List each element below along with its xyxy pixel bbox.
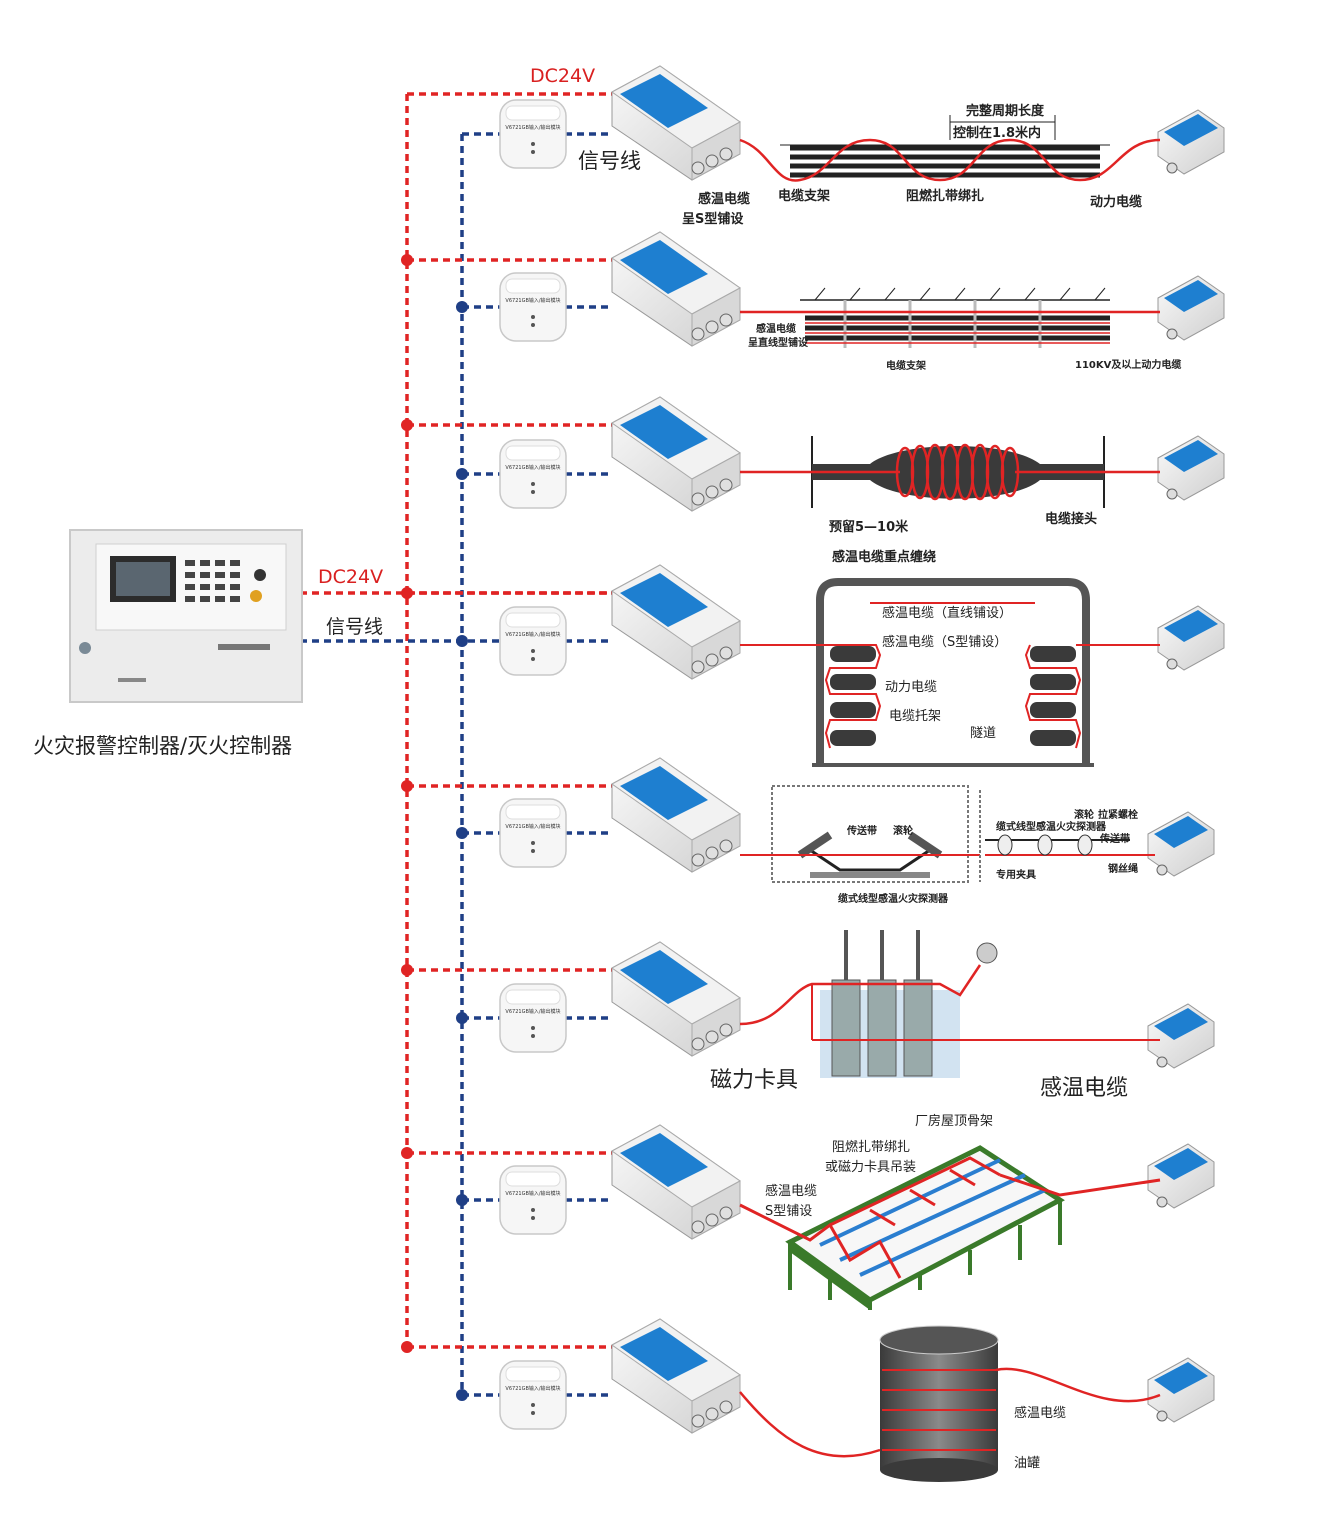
s5-detector2: 缆式线型感温火灾探测器: [996, 822, 1106, 833]
io-module: [499, 983, 567, 1053]
s2-hv: 110KV及以上动力电缆: [1075, 360, 1182, 371]
s6-cable: 感温电缆: [1040, 1076, 1129, 1101]
io-module: [499, 606, 567, 676]
io-module: [499, 439, 567, 509]
io-module-label: V6721GB输入/输出模块: [505, 1385, 560, 1392]
s5-tension: 拉紧螺栓: [1098, 810, 1138, 821]
s4-tray: 电缆托架: [889, 709, 942, 724]
io-module-label: V6721GB输入/输出模块: [505, 823, 560, 830]
power-junction: [401, 1147, 413, 1159]
io-module: [499, 99, 567, 169]
signal-trunk: [460, 132, 612, 1395]
top-signal-label: 信号线: [578, 149, 641, 173]
control-box: [611, 396, 741, 512]
s7-tie2: 或磁力卡具吊装: [825, 1160, 917, 1175]
power-junction: [401, 1341, 413, 1353]
power-junction: [401, 587, 413, 599]
power-junction: [401, 964, 413, 976]
signal-junction: [456, 468, 468, 480]
s7-cable2: S型铺设: [765, 1204, 813, 1219]
s3-reserve: 预留5—10米: [829, 520, 909, 535]
s4-s-type: 感温电缆（S型铺设）: [882, 635, 1008, 650]
power-junction: [401, 780, 413, 792]
s8-tank: 油罐: [1014, 1456, 1041, 1471]
control-box: [611, 1124, 741, 1240]
io-module-label: V6721GB输入/输出模块: [505, 297, 560, 304]
terminal-box: [1157, 275, 1225, 341]
s2-cable: 感温电缆: [756, 324, 796, 335]
top-power-label: DC24V: [530, 65, 596, 87]
scene-factory-roof: [739, 1145, 1161, 1310]
io-module: [499, 1360, 567, 1430]
terminal-box: [1157, 605, 1225, 671]
s4-power: 动力电缆: [885, 680, 938, 695]
control-box: [611, 564, 741, 680]
controller-caption: 火灾报警控制器/灭火控制器: [33, 734, 293, 758]
io-module-label: V6721GB输入/输出模块: [505, 1008, 560, 1015]
scene-s-type: [739, 115, 1161, 182]
s1-tie: 阻燃扎带绑扎: [906, 189, 985, 204]
io-module-label: V6721GB输入/输出模块: [505, 464, 560, 471]
power-junction: [401, 419, 413, 431]
s8-cable: 感温电缆: [1014, 1406, 1067, 1421]
s1-support: 电缆支架: [778, 189, 831, 204]
scene-joint-wrap: [740, 436, 1160, 508]
terminal-box: [1157, 435, 1225, 501]
s5-roller: 滚轮: [893, 826, 913, 837]
s2-cable2: 呈直线型铺设: [748, 338, 808, 349]
control-box: [611, 941, 741, 1057]
s7-roof: 厂房屋顶骨架: [915, 1114, 994, 1129]
controller-power-label: DC24V: [318, 566, 384, 588]
terminal-box: [1157, 109, 1225, 175]
s3-joint: 电缆接头: [1045, 512, 1098, 527]
io-module-label: V6721GB输入/输出模块: [505, 1190, 560, 1197]
io-module: [499, 1165, 567, 1235]
power-junction: [401, 254, 413, 266]
fire-alarm-controller: [69, 529, 303, 703]
s5-belt2: 传送带: [1100, 834, 1130, 845]
scene-tunnel: [740, 578, 1160, 767]
controller-feed: [300, 591, 612, 643]
s4-tunnel: 隧道: [970, 726, 997, 741]
signal-junction: [456, 301, 468, 313]
io-module-label: V6721GB输入/输出模块: [505, 631, 560, 638]
s5-wire: 钢丝绳: [1108, 864, 1138, 875]
terminal-box: [1147, 1143, 1215, 1209]
signal-junction: [456, 1194, 468, 1206]
control-box: [611, 757, 741, 873]
s4-straight: 感温电缆（直线铺设）: [882, 606, 1013, 621]
scene-oil-tank: [739, 1325, 1161, 1482]
terminal-box: [1147, 1003, 1215, 1069]
s5-detector: 缆式线型感温火灾探测器: [838, 894, 948, 905]
s5-roller2: 滚轮: [1074, 810, 1094, 821]
s1-power: 动力电缆: [1090, 195, 1143, 210]
s1-cable: 感温电缆: [698, 192, 751, 207]
s5-clamp: 专用夹具: [996, 870, 1036, 881]
scene-conveyor: [740, 785, 1155, 883]
s1-title1: 完整周期长度: [966, 104, 1045, 119]
s1-cable2: 呈S型铺设: [682, 212, 744, 227]
io-module: [499, 272, 567, 342]
control-box: [611, 1318, 741, 1434]
control-box: [611, 231, 741, 347]
scene-transformer: [739, 930, 1160, 1078]
io-module: [499, 798, 567, 868]
s2-support: 电缆支架: [886, 361, 926, 372]
signal-junction: [456, 1389, 468, 1401]
signal-junction: [456, 827, 468, 839]
terminal-box: [1147, 1357, 1215, 1423]
s7-cable: 感温电缆: [765, 1184, 818, 1199]
s1-title2: 控制在1.8米内: [953, 126, 1042, 141]
scene-straight: [740, 287, 1160, 348]
s7-tie: 阻燃扎带绑扎: [832, 1140, 911, 1155]
controller-signal-label: 信号线: [326, 616, 384, 638]
s5-belt: 传送带: [847, 826, 877, 837]
terminal-box: [1147, 811, 1215, 877]
s6-clamp: 磁力卡具: [710, 1068, 799, 1093]
power-trunk: [405, 92, 612, 1347]
signal-junction: [456, 1012, 468, 1024]
s3-reserve2: 感温电缆重点缠绕: [832, 550, 937, 565]
io-module-label: V6721GB输入/输出模块: [505, 124, 560, 131]
